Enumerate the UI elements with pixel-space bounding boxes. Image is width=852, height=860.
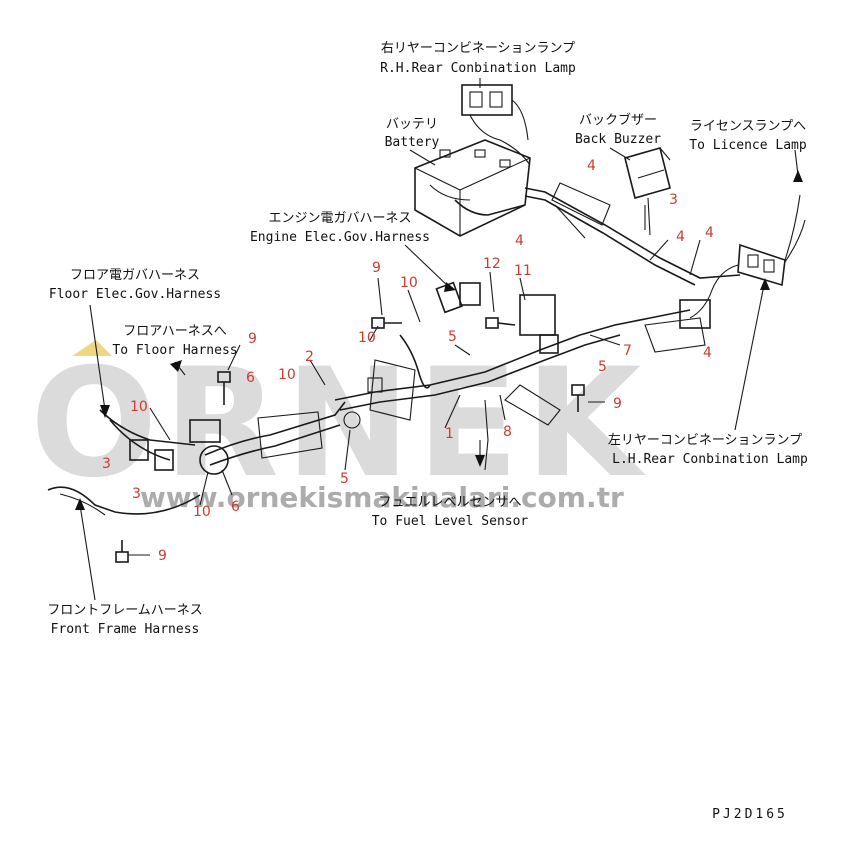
callout-numbers: 4 3 4 4 4 9 12 11 10 9 10 5 7 4 2 5 10 6…: [102, 158, 714, 564]
callout-9: 9: [158, 548, 167, 564]
callout-5: 5: [448, 329, 457, 345]
drawing-code: PJ2D165: [712, 807, 788, 822]
callout-10: 10: [358, 330, 376, 346]
callout-10: 10: [130, 399, 148, 415]
callout-10: 10: [400, 275, 418, 291]
label-front-frame-en: Front Frame Harness: [51, 622, 200, 637]
label-back-buzzer-en: Back Buzzer: [575, 132, 661, 147]
label-rh-rear-lamp-jp: 右リヤーコンビネーションランプ: [381, 41, 575, 56]
label-lh-rear-lamp-en: L.H.Rear Conbination Lamp: [612, 452, 808, 467]
callout-4: 4: [587, 158, 596, 174]
bolt-icon: [115, 540, 129, 563]
callout-11: 11: [514, 263, 532, 279]
label-engine-harness-en: Engine Elec.Gov.Harness: [250, 230, 430, 245]
callout-9: 9: [372, 260, 381, 276]
callout-boxes: [257, 182, 706, 459]
callout-5: 5: [598, 359, 607, 375]
label-floor-harness-en: To Floor Harness: [112, 343, 237, 358]
callout-4: 4: [676, 229, 685, 245]
connectors: [129, 281, 711, 475]
callout-6: 6: [246, 370, 255, 386]
leader-lines: [75, 78, 803, 601]
callout-1: 1: [445, 426, 454, 442]
callout-2: 2: [305, 349, 314, 365]
callout-3: 3: [102, 456, 111, 472]
callout-4: 4: [705, 225, 714, 241]
callout-4: 4: [703, 345, 712, 361]
callout-10: 10: [278, 367, 296, 383]
watermark-url: www.ornekismakinalari.com.tr: [140, 481, 624, 514]
label-licence-lamp-en: To Licence Lamp: [689, 138, 807, 153]
label-floor-elec-harness-jp: フロア電ガバハーネス: [70, 268, 200, 283]
callout-8: 8: [503, 424, 512, 440]
back-buzzer-drawing: [624, 147, 671, 236]
bolt-icon: [217, 371, 231, 405]
labels: 右リヤーコンビネーションランプ R.H.Rear Conbination Lam…: [47, 41, 808, 822]
watermark-brand: ORNEK: [30, 337, 647, 511]
callout-6: 6: [231, 499, 240, 515]
watermark: ORNEK www.ornekismakinalari.com.tr: [30, 337, 647, 514]
bolt-icon: [571, 384, 585, 412]
callout-3: 3: [132, 486, 141, 502]
callout-9: 9: [613, 396, 622, 412]
battery-drawing: [414, 139, 531, 237]
label-lh-rear-lamp-jp: 左リヤーコンビネーションランプ: [608, 433, 802, 448]
bolt-icon: [485, 317, 516, 329]
rh-rear-lamp-drawing: [461, 84, 531, 166]
bolt-icon: [371, 317, 402, 329]
callout-9: 9: [248, 331, 257, 347]
callout-3: 3: [669, 192, 678, 208]
callout-5: 5: [340, 471, 349, 487]
callout-10: 10: [193, 504, 211, 520]
label-licence-lamp-jp: ライセンスランプへ: [690, 119, 806, 134]
label-front-frame-jp: フロントフレームハーネス: [47, 603, 203, 618]
callout-7: 7: [623, 343, 632, 359]
label-back-buzzer-jp: バックブザー: [579, 112, 657, 128]
label-engine-harness-jp: エンジン電ガバハーネス: [268, 211, 411, 226]
callout-12: 12: [483, 256, 501, 272]
callout-4: 4: [515, 233, 524, 249]
bolts: [115, 317, 585, 563]
lh-rear-lamp-drawing: [689, 219, 806, 319]
label-battery-en: Battery: [385, 135, 440, 150]
label-floor-harness-jp: フロアハーネスへ: [123, 324, 226, 339]
label-fuel-sensor-en: To Fuel Level Sensor: [372, 514, 529, 529]
label-battery-jp: バッテリ: [386, 117, 438, 132]
watermark-logo-accent: [72, 340, 112, 356]
label-rh-rear-lamp-en: R.H.Rear Conbination Lamp: [380, 61, 576, 76]
label-floor-elec-harness-en: Floor Elec.Gov.Harness: [49, 287, 221, 302]
label-fuel-sensor-jp: フュエルレベルセンサへ: [378, 495, 521, 510]
